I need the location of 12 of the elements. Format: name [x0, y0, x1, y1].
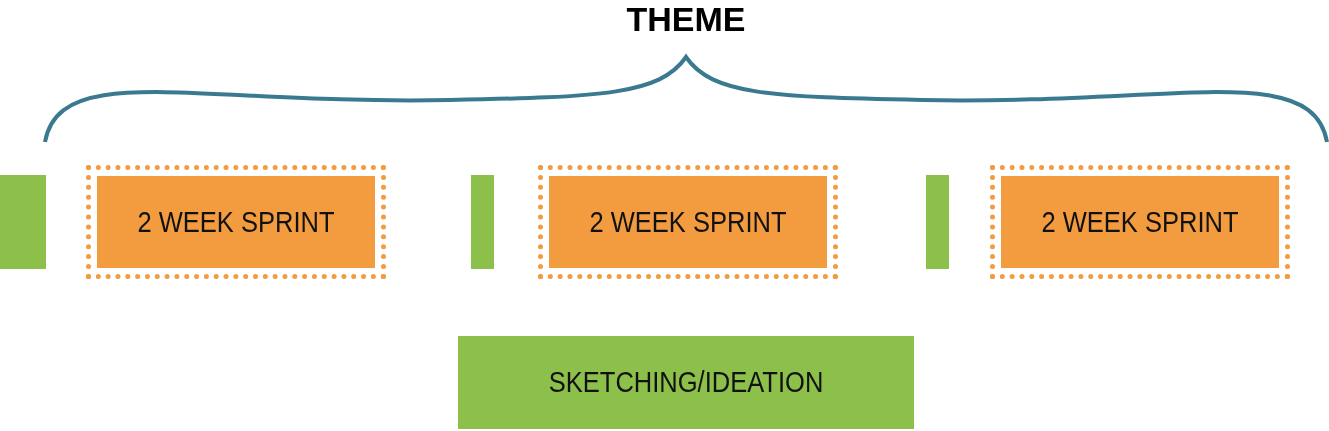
sprint-box — [990, 165, 1290, 279]
sprint-box — [538, 165, 838, 279]
bar-marker — [471, 175, 494, 269]
sprint-label: 2 WEEK SPRINT — [1041, 205, 1239, 239]
sprint-label: 2 WEEK SPRINT — [589, 205, 787, 239]
phase-label: SKETCHING/IDEATION — [548, 366, 824, 399]
bar-marker — [926, 175, 949, 269]
phase-bar — [458, 336, 914, 429]
title: THEME — [625, 0, 747, 39]
sprint-box — [86, 165, 386, 279]
sprint-label: 2 WEEK SPRINT — [137, 205, 335, 239]
bar-marker — [0, 175, 46, 269]
